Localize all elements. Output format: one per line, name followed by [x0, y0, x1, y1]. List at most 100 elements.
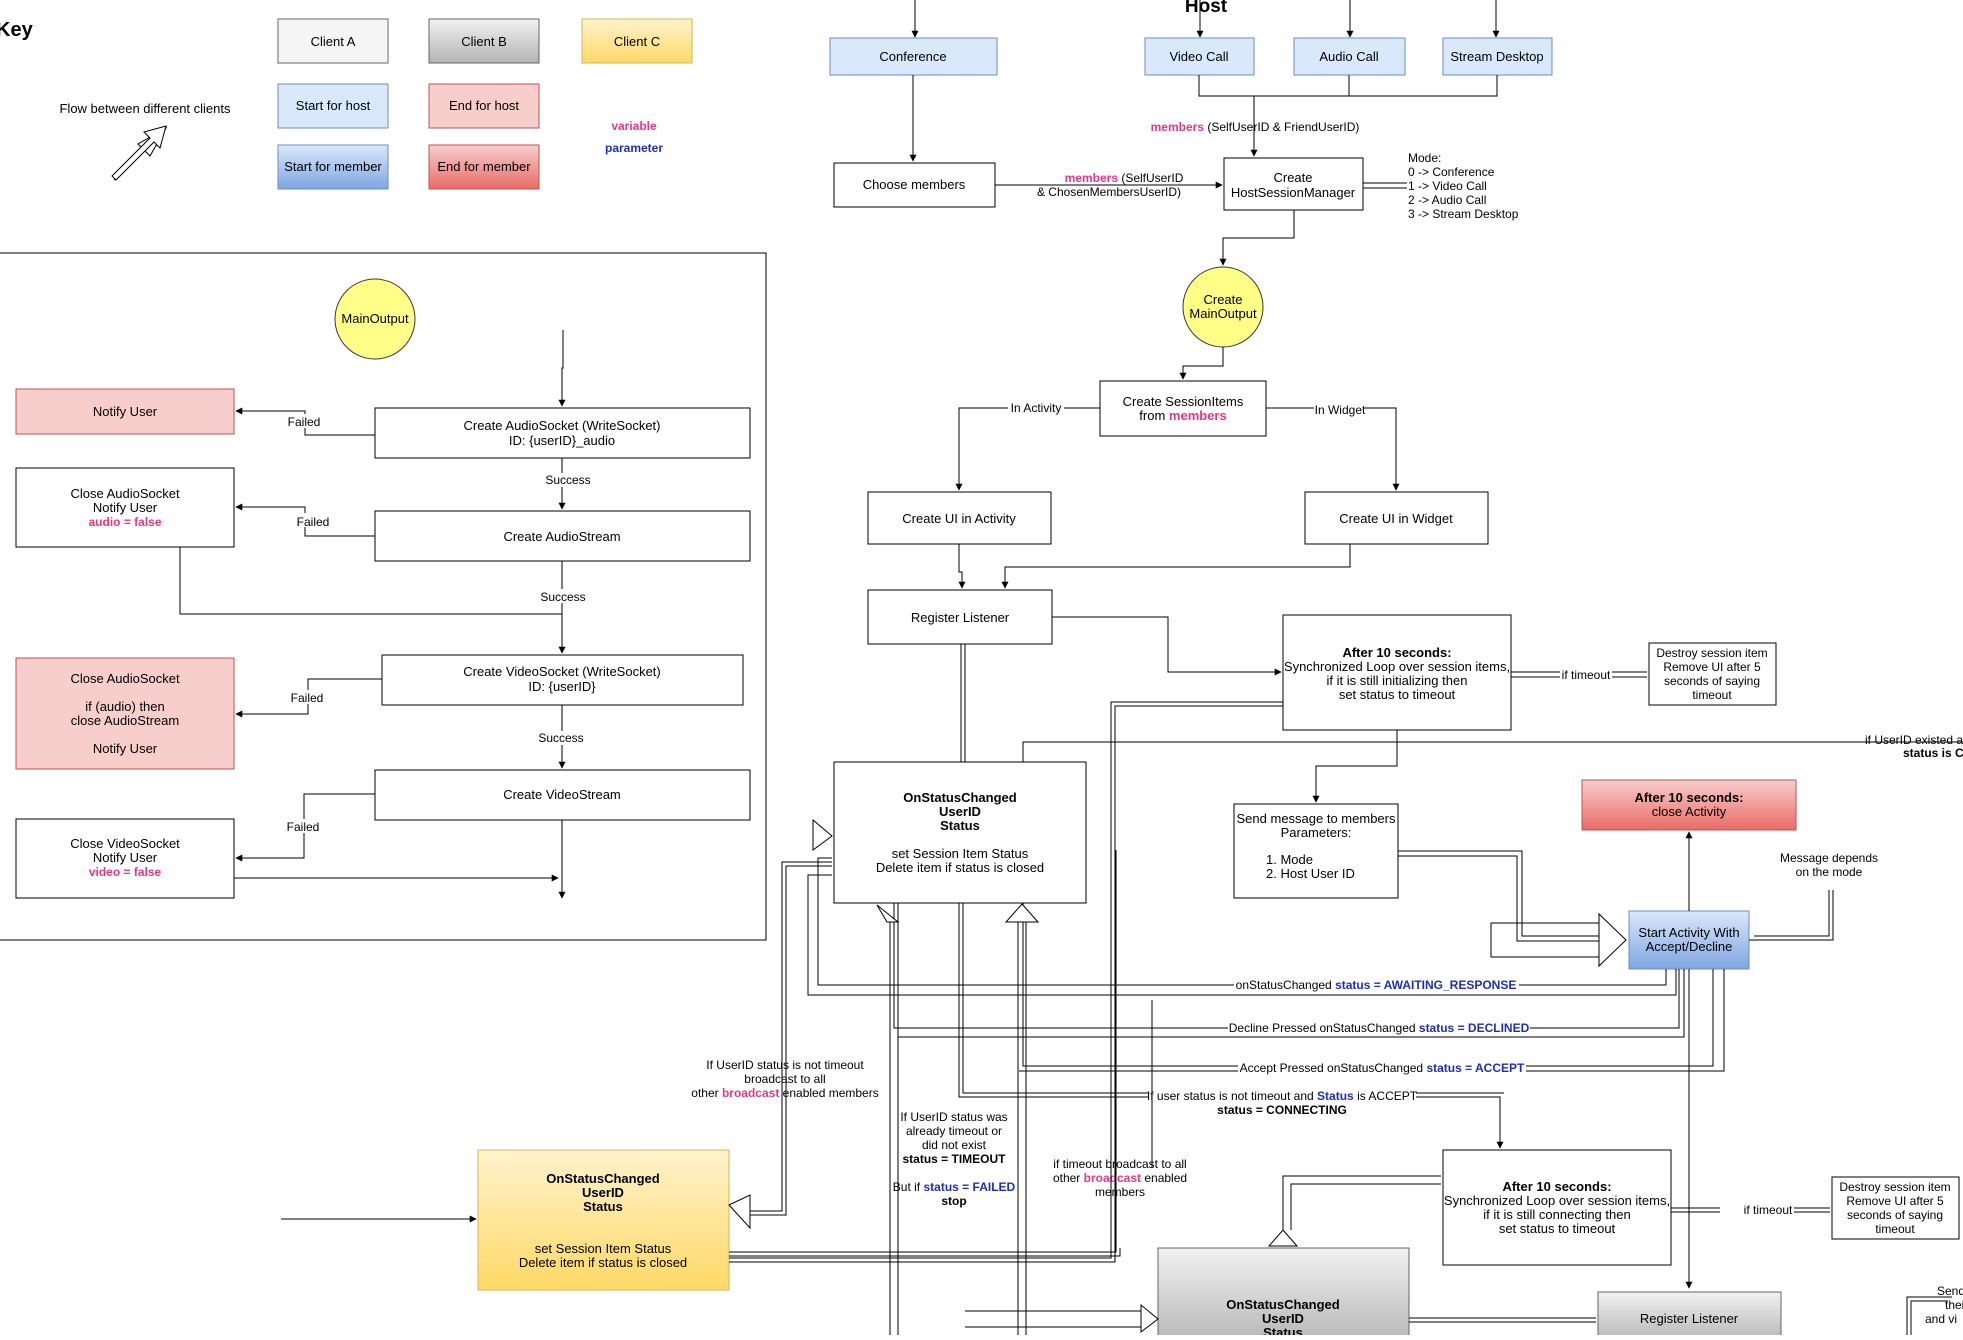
svg-text:0 -> Conference: 0 -> Conference — [1408, 165, 1495, 179]
svg-text:if UserID existed a: if UserID existed a — [1865, 733, 1963, 747]
svg-text:Create AudioStream: Create AudioStream — [503, 529, 620, 544]
after-10-initializing-box: After 10 seconds: Synchronized Loop over… — [1282, 614, 1512, 731]
create-session-items-box: Create SessionItems from members — [1099, 380, 1267, 437]
svg-text:ID: {userID}_audio: ID: {userID}_audio — [509, 433, 615, 448]
members-var: members — [1151, 120, 1205, 134]
svg-text:MainOutput: MainOutput — [1189, 306, 1257, 321]
create-ui-widget-box: Create UI in Widget — [1304, 491, 1489, 545]
svg-text:status = TIMEOUT: status = TIMEOUT — [902, 1152, 1006, 1166]
key-start-member: Start for member — [277, 144, 389, 190]
svg-text:Accept/Decline: Accept/Decline — [1646, 939, 1733, 954]
svg-text:Accept Pressed onStatusChanged: Accept Pressed onStatusChanged status = … — [1240, 1061, 1525, 1075]
svg-text:if (audio) then: if (audio) then — [85, 699, 165, 714]
svg-text:Message depends: Message depends — [1780, 851, 1878, 865]
create-audio-stream-box: Create AudioStream — [374, 510, 751, 562]
destroy-session-item-box-2: Destroy session item Remove UI after 5 s… — [1831, 1176, 1960, 1240]
svg-text:their: their — [1945, 1298, 1963, 1312]
svg-text:Failed: Failed — [287, 820, 320, 834]
svg-text:2. Host User ID: 2. Host User ID — [1266, 866, 1355, 881]
mode-list: Mode: 0 -> Conference 1 -> Video Call 2 … — [1408, 151, 1519, 221]
close-video-socket-box: Close VideoSocket Notify User video = fa… — [15, 818, 235, 899]
create-ui-activity-box: Create UI in Activity — [867, 491, 1052, 545]
svg-text:Notify User: Notify User — [93, 500, 158, 515]
create-video-stream-box: Create VideoStream — [374, 769, 751, 821]
svg-text:Client A: Client A — [311, 34, 356, 49]
svg-text:Video Call: Video Call — [1169, 49, 1228, 64]
svg-text:members (SelfUserID & Fr: members (SelfUserID & FriendUserID) — [1151, 120, 1360, 134]
main-output-node: MainOutput — [334, 278, 416, 360]
host-top-connectors — [911, 0, 1500, 38]
svg-text:if it is still connecting then: if it is still connecting then — [1483, 1207, 1630, 1222]
svg-text:Client C: Client C — [614, 34, 660, 49]
host-edge-labels: In Activity In Widget if timeout if time… — [1008, 400, 1794, 1218]
svg-text:Close AudioSocket: Close AudioSocket — [70, 486, 180, 501]
create-video-socket-box: Create VideoSocket (WriteSocket) ID: {us… — [381, 654, 744, 706]
svg-text:OnStatusChanged: OnStatusChanged — [546, 1171, 659, 1186]
svg-text:After 10 seconds:: After 10 seconds: — [1634, 790, 1743, 805]
members-var-3: members — [1169, 408, 1227, 423]
register-listener-box: Register Listener — [867, 589, 1053, 645]
key-client-b: Client B — [428, 18, 540, 64]
svg-text:other broadcast en: other broadcast enabled members — [691, 1086, 878, 1100]
svg-text:already timeout or: already timeout or — [906, 1124, 1002, 1138]
register-listener-box-2: Register Listener — [1597, 1291, 1782, 1340]
svg-text:3 -> Stream Desktop: 3 -> Stream Desktop — [1408, 207, 1519, 221]
svg-text:Client B: Client B — [461, 34, 507, 49]
create-host-session-manager-box: Create HostSessionManager — [1223, 157, 1364, 211]
svg-text:Register Listener: Register Listener — [1640, 1311, 1739, 1326]
svg-text:MainOutput: MainOutput — [341, 311, 409, 326]
svg-text:Status: Status — [1263, 1325, 1303, 1335]
svg-text:from members: from members — [1139, 408, 1226, 423]
svg-text:If user status is not timeout: If user status is not timeout and Status… — [1147, 1089, 1418, 1103]
video-false-var: video = false — [89, 865, 162, 879]
svg-text:if it is still initializing th: if it is still initializing then — [1327, 673, 1468, 688]
key-client-a: Client A — [277, 18, 389, 64]
svg-text:Stream Desktop: Stream Desktop — [1450, 49, 1543, 64]
notify-user-box: Notify User — [15, 388, 235, 435]
svg-text:set status to timeout: set status to timeout — [1339, 687, 1456, 702]
svg-text:other broadcast en: other broadcast enabled — [1053, 1171, 1187, 1185]
audio-call-box: Audio Call — [1293, 37, 1406, 76]
on-status-changed-client-c: OnStatusChanged UserID Status set Sessio… — [477, 1149, 730, 1291]
svg-text:if timeout: if timeout — [1562, 668, 1611, 682]
svg-text:If UserID status was: If UserID status was — [900, 1110, 1007, 1124]
svg-text:In Widget: In Widget — [1315, 403, 1366, 417]
svg-text:1. Mode: 1. Mode — [1266, 852, 1313, 867]
key-start-host: Start for host — [277, 83, 389, 129]
svg-text:Start for host: Start for host — [296, 98, 371, 113]
members-self-friend: (SelfUserID & FriendUserID) — [1207, 120, 1359, 134]
svg-text:Start for member: Start for member — [284, 159, 382, 174]
svg-text:Notify User: Notify User — [93, 850, 158, 865]
svg-text:close Activity: close Activity — [1652, 804, 1727, 819]
on-status-changed-box-host: OnStatusChanged UserID Status set Sessio… — [833, 761, 1087, 904]
svg-text:Notify User: Notify User — [93, 741, 158, 756]
svg-text:Destroy session item: Destroy session item — [1839, 1180, 1950, 1194]
svg-text:Status: Status — [940, 818, 980, 833]
svg-text:and vi: and vi — [1925, 1312, 1957, 1326]
svg-text:Audio Call: Audio Call — [1319, 49, 1378, 64]
destroy-session-item-box-1: Destroy session item Remove UI after 5 s… — [1648, 642, 1777, 706]
svg-text:Failed: Failed — [291, 691, 324, 705]
svg-text:Send: Send — [1937, 1284, 1963, 1298]
svg-text:Create: Create — [1203, 292, 1242, 307]
members-self-chosen-2: & ChosenMembersUserID) — [1037, 185, 1181, 199]
svg-text:After 10 seconds:: After 10 seconds: — [1502, 1179, 1611, 1194]
members-var-2: members — [1065, 171, 1119, 185]
key-flow-label: Flow between different clients — [59, 101, 231, 116]
svg-text:status is CO: status is CO — [1903, 746, 1963, 760]
svg-text:2 -> Audio Call: 2 -> Audio Call — [1408, 193, 1486, 207]
svg-text:Notify User: Notify User — [93, 404, 158, 419]
svg-text:Delete item if status is close: Delete item if status is closed — [876, 860, 1044, 875]
svg-text:onStatusChanged status =: onStatusChanged status = AWAITING_RESPON… — [1236, 978, 1517, 992]
svg-text:broadcast to all: broadcast to all — [744, 1072, 825, 1086]
svg-text:Parameters:: Parameters: — [1281, 825, 1352, 840]
svg-text:UserID: UserID — [939, 804, 981, 819]
svg-text:Destroy session item: Destroy session item — [1656, 646, 1767, 660]
svg-text:Success: Success — [545, 473, 590, 487]
svg-text:set Session Item Status: set Session Item Status — [892, 846, 1029, 861]
members-label-top: members (SelfUserID & FriendUserID) — [1151, 120, 1360, 134]
status-line-labels: onStatusChanged status = AWAITING_RESPON… — [691, 977, 1530, 1208]
key-title: Key — [0, 19, 34, 41]
svg-text:HostSessionManager: HostSessionManager — [1231, 185, 1356, 200]
after-10-connecting-box: After 10 seconds: Synchronized Loop over… — [1442, 1149, 1672, 1266]
